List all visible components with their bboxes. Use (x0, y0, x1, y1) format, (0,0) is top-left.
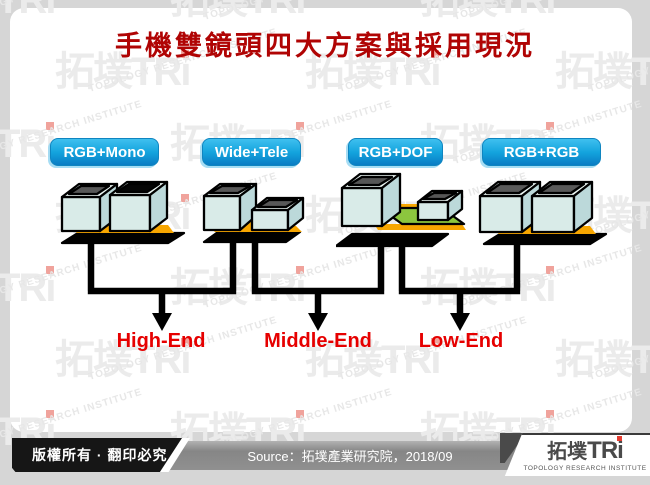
page-title: 手機雙鏡頭四大方案與採用現況 (115, 31, 535, 61)
scheme-label-text: Wide+Tele (214, 143, 289, 161)
camera-module-wide-tele-illustration (202, 182, 305, 244)
camera-module-rgb-rgb-illustration (478, 180, 608, 246)
arrow-head-middle-end (308, 313, 328, 331)
camera-module-rgb-mono-illustration (60, 180, 186, 245)
arrow-head-high-end (152, 313, 172, 331)
scheme-label-rgb-dof: RGB+DOF (348, 138, 443, 166)
scheme-label-rgb-rgb: RGB+RGB (482, 138, 601, 166)
scheme-label-text: RGB+RGB (503, 143, 580, 161)
scheme-label-text: RGB+DOF (358, 143, 433, 161)
tier-label-middle-end: Middle-End (264, 330, 372, 352)
tier-label-low-end: Low-End (418, 330, 504, 352)
scheme-label-wide-tele: Wide+Tele (202, 138, 301, 166)
scheme-label-text: RGB+Mono (63, 143, 146, 161)
camera-module-rgb-dof-illustration (336, 172, 466, 248)
scheme-label-rgb-mono: RGB+Mono (50, 138, 159, 166)
tier-label-high-end: High-End (116, 330, 206, 352)
arrow-head-low-end (450, 313, 470, 331)
